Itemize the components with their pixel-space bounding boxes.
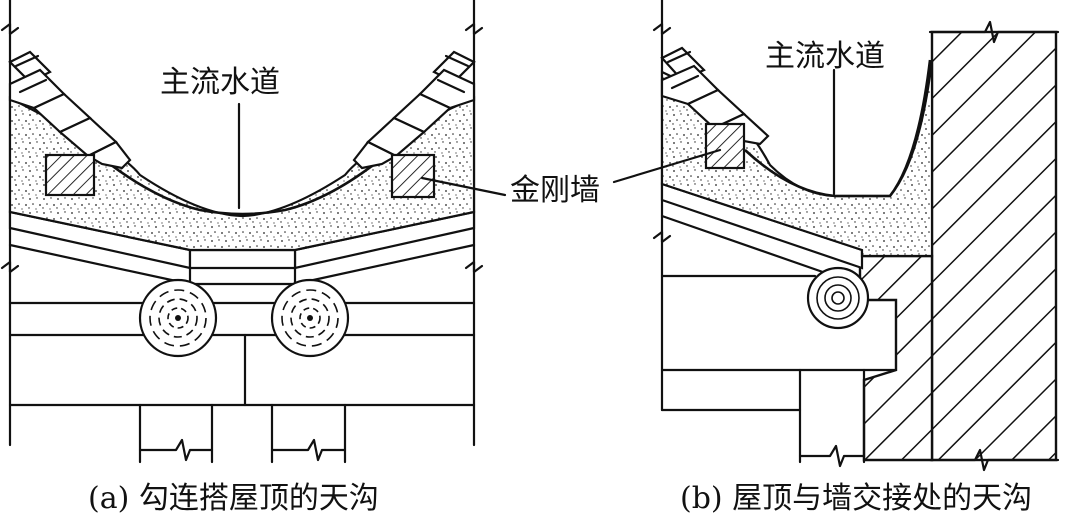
wall-corbel-b: [858, 254, 934, 462]
main-channel-surface-a: [91, 148, 393, 216]
label-jingang-wall: 金刚墙: [510, 173, 600, 208]
log-purlin-right-a: [270, 278, 350, 358]
caption-b: (b) 屋顶与墙交接处的天沟: [680, 481, 1032, 516]
label-main-channel-a: 主流水道: [160, 65, 280, 100]
diagram-b: 主流水道 (b) 屋顶与墙交接处的天沟: [612, 0, 1060, 516]
roof-tiles-right-a: [352, 50, 476, 170]
label-main-channel-b: 主流水道: [765, 39, 885, 74]
roof-tiles-left-a: [8, 50, 132, 170]
log-purlin-b: [806, 266, 870, 330]
jingang-wall-right-a: [390, 153, 436, 199]
leader-wall-b: [612, 148, 722, 184]
jingang-wall-b: [704, 122, 746, 170]
jingang-wall-left-a: [44, 153, 96, 197]
leader-wall-a: [420, 176, 507, 197]
beam-structure-b: [660, 274, 898, 468]
frame-lines-b: [652, 0, 672, 412]
main-channel-surface-b: [744, 59, 932, 198]
caption-a: (a) 勾连搭屋顶的天沟: [88, 481, 379, 516]
beam-structure-a: [8, 301, 476, 464]
diagram-a: 主流水道 金刚墙 (a) 勾连搭屋顶的天沟: [0, 0, 600, 516]
brick-wall-b: [930, 30, 1058, 462]
roof-tiles-b: [660, 46, 770, 146]
log-purlin-left-a: [138, 278, 218, 358]
